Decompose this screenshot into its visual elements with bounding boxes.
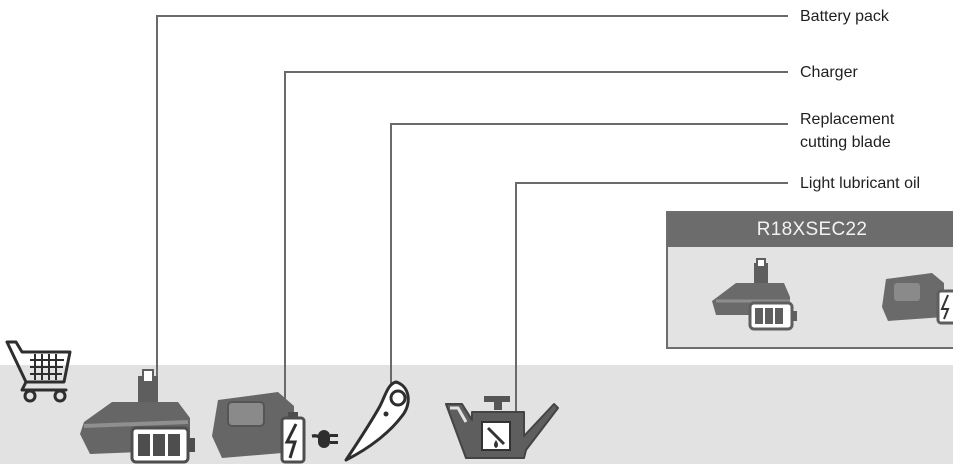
charger-leader-line [284, 71, 788, 425]
kit-battery-icon [712, 258, 797, 331]
oil-can-icon [445, 396, 559, 459]
label-charger: Charger [800, 64, 858, 81]
blade-leader-line [390, 123, 788, 388]
kit-header: R18XSEC22 [668, 213, 953, 247]
kit-title: R18XSEC22 [756, 219, 868, 240]
label-replacement-blade-2: cutting blade [800, 134, 891, 151]
kit-charger-icon [882, 273, 953, 325]
cutting-blade-icon [344, 380, 410, 462]
shopping-cart-icon [5, 340, 72, 403]
label-battery-pack: Battery pack [800, 8, 889, 25]
battery-leader-line [156, 15, 788, 378]
kit-box: R18XSEC22 [666, 211, 953, 349]
label-light-oil: Light lubricant oil [800, 175, 921, 192]
oil-leader-line [515, 182, 788, 416]
battery-pack-icon [80, 369, 195, 464]
label-replacement-blade-1: Replacement [800, 111, 895, 128]
charger-icon [212, 392, 338, 464]
